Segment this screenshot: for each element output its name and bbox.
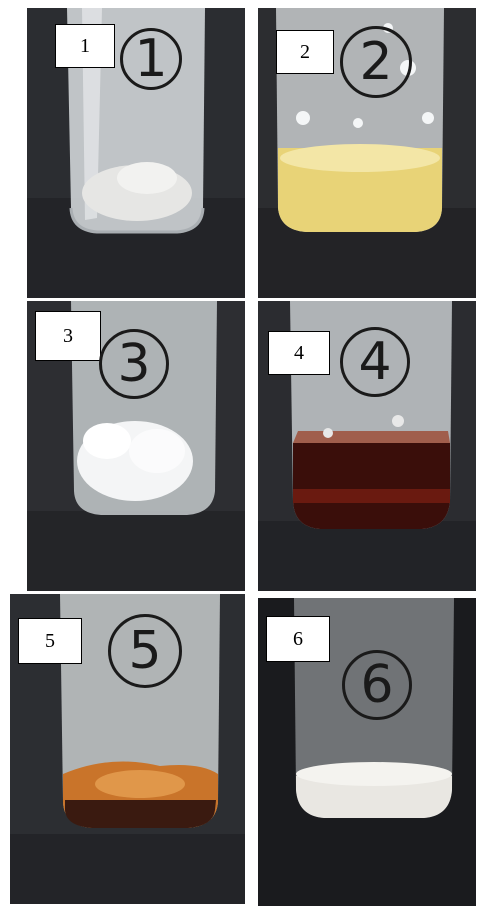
panel-label-4: 4: [268, 331, 330, 375]
vial-marker-2: 2: [340, 26, 412, 98]
vial-marker-6: 6: [342, 650, 412, 720]
panel-label-1: 1: [55, 24, 115, 68]
panel-label-2: 2: [276, 30, 334, 74]
panel-label-3: 3: [35, 311, 101, 361]
vial-marker-1: 1: [120, 28, 182, 90]
panel-label-6: 6: [266, 616, 330, 662]
photo-panel-4: 4 4: [258, 301, 476, 591]
photo-panel-1: 1 1: [27, 8, 245, 298]
vial-marker-5: 5: [108, 614, 182, 688]
vial-marker-4: 4: [340, 327, 410, 397]
photo-panel-6: 6 6: [258, 598, 476, 906]
photo-panel-5: 5 5: [10, 594, 245, 904]
photo-panel-3: 3 3: [27, 301, 245, 591]
vial-marker-3: 3: [99, 329, 169, 399]
photo-panel-2: 2 2: [258, 8, 476, 298]
panel-label-5: 5: [18, 618, 82, 664]
